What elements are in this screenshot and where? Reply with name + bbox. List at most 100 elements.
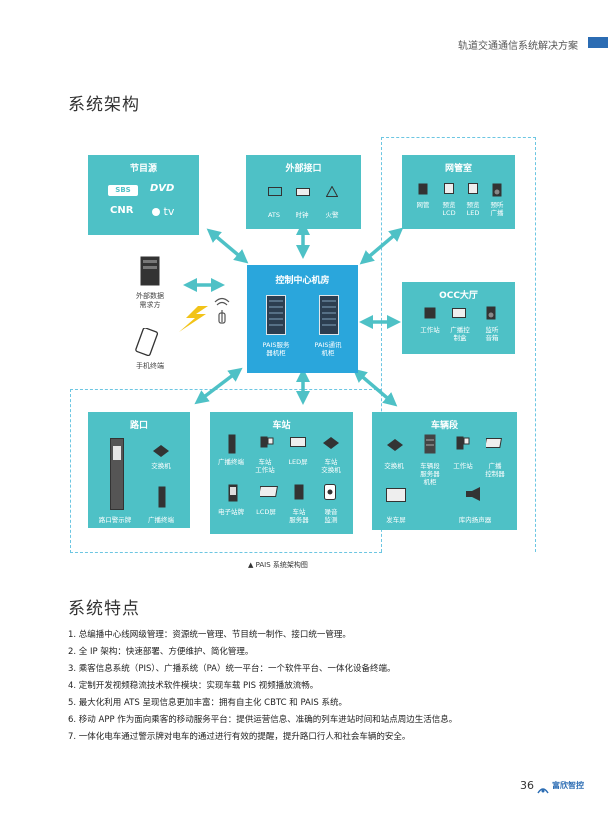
broadcast-controller-icon — [486, 438, 502, 450]
label-departure-screen: 发车屏 — [386, 516, 406, 524]
feature-item: 4. 定制开发视频稳流技术软件模块：实现车载 PIS 视频播放流畅。 — [68, 681, 319, 691]
label-led-screen: LED屏 — [288, 458, 308, 466]
server-cabinet-icon — [266, 295, 286, 335]
monitor-icon — [268, 187, 282, 197]
tv-logo: tv — [152, 205, 174, 218]
label-station-server: 车站 服务器 — [289, 508, 309, 524]
box-title: 控制中心机房 — [275, 276, 330, 286]
station-workstation-icon — [260, 436, 274, 448]
label-pais-comm-cabinet: PAIS通讯 机柜 — [314, 341, 342, 357]
broadcast-control-box-icon — [452, 308, 466, 319]
label-station-broadcast-terminal: 广播终端 — [218, 458, 244, 466]
workstation-icon — [418, 183, 428, 195]
cnr-logo: CNR — [110, 205, 134, 216]
label-preview-led: 预览 LED — [466, 201, 480, 217]
label-clock: 时钟 — [295, 211, 309, 219]
label-depot-loudspeaker: 库内扬声器 — [458, 516, 492, 524]
label-depot-workstation: 工作站 — [453, 462, 473, 470]
page-number: 36 — [520, 779, 534, 792]
label-station-switch: 车站 交换机 — [321, 458, 341, 474]
dvd-logo: DVD — [150, 183, 175, 194]
feature-item: 6. 移动 APP 作为面向乘客的移动服务平台：提供运营信息、准确的列车进站时间… — [68, 715, 458, 725]
label-external-data: 外部数据 需求方 — [136, 292, 164, 309]
feature-item: 3. 乘客信息系统（PIS）、广播系统（PA）统一平台：一个软件平台、一体化设备… — [68, 664, 396, 674]
header-accent-bar — [588, 37, 608, 48]
led-icon — [468, 183, 478, 195]
led-screen-icon — [290, 437, 306, 448]
label-ats: ATS — [267, 211, 281, 219]
lcd-icon — [444, 183, 454, 195]
brand-name: 富欣智控 — [552, 781, 584, 790]
depot-loudspeaker-icon — [464, 486, 484, 502]
label-depot-switch: 交换机 — [384, 462, 404, 470]
arrow-crossing-center — [194, 367, 243, 405]
electronic-stop-sign-icon — [228, 484, 238, 502]
box-control-center: 控制中心机房 PAIS服务 器机柜 PAIS通讯 机柜 — [247, 265, 358, 373]
section-title-architecture: 系统架构 — [68, 95, 140, 115]
speaker-icon — [492, 183, 502, 197]
box-station: 车站 广播终端 车站 工作站 LED屏 车站 交换机 电子站牌 LCD屏 车站 … — [210, 412, 353, 534]
brand-logo-icon — [537, 780, 549, 799]
section-title-features: 系统特点 — [68, 599, 140, 619]
warning-sign-pole-icon — [110, 438, 124, 510]
feature-item: 5. 最大化利用 ATS 呈现信息更加丰富：拥有自主化 CBTC 和 PAIS … — [68, 698, 347, 708]
depot-switch-icon — [386, 438, 404, 452]
monitor-speaker-icon — [486, 306, 496, 320]
arrow-nms-center — [359, 227, 404, 265]
departure-screen-icon — [386, 488, 406, 502]
label-pais-server-cabinet: PAIS服务 器机柜 — [262, 341, 290, 357]
box-title: 车站 — [272, 421, 291, 431]
label-warning-sign: 路口警示牌 — [98, 516, 132, 524]
label-depot-server-cabinet: 车辆段 服务器 机柜 — [420, 462, 440, 486]
external-data-server-icon — [140, 256, 160, 286]
diagram-caption: ▲ PAIS 系统架构图 — [248, 561, 308, 569]
station-switch-icon — [322, 436, 340, 450]
phone-icon — [135, 328, 161, 356]
header-title: 轨道交通通信系统解决方案 — [458, 41, 578, 52]
tv-logo-text: tv — [163, 205, 175, 218]
label-station-workstation: 车站 工作站 — [255, 458, 275, 474]
depot-server-cabinet-icon — [424, 434, 436, 454]
label-monitor-speaker: 监听 音箱 — [485, 326, 499, 342]
occ-workstation-icon — [424, 307, 436, 319]
box-external-interface: 外部接口 ATS 时钟 火警 — [246, 155, 361, 229]
label-preview-lcd: 预览 LCD — [442, 201, 456, 217]
station-broadcast-terminal-icon — [228, 434, 236, 454]
label-electronic-stop-sign: 电子站牌 — [218, 508, 244, 516]
box-program-source: 节目源 SBS DVD CNR tv — [88, 155, 199, 235]
box-title: 外部接口 — [285, 164, 322, 174]
label-lcd-screen: LCD屏 — [256, 508, 276, 516]
label-fire-alarm: 火警 — [325, 211, 339, 219]
comm-cabinet-icon — [319, 295, 339, 335]
arrow-program-center — [206, 228, 249, 264]
lcd-screen-icon — [260, 486, 278, 498]
feature-item: 1. 总编播中心线网级管理：资源统一管理、节目统一制作、接口统一管理。 — [68, 630, 351, 640]
antenna-icon — [214, 297, 230, 324]
label-broadcast-control-box: 广播控 制盒 — [450, 326, 470, 342]
box-title: 网管室 — [444, 164, 472, 174]
label-crossing-switch: 交换机 — [151, 462, 171, 470]
clock-icon — [296, 188, 310, 197]
crossing-broadcast-terminal-icon — [158, 486, 166, 508]
box-occ-hall: OCC大厅 工作站 广播控 制盒 监听 音箱 — [402, 282, 515, 354]
label-noise-monitor: 噪音 监测 — [324, 508, 338, 524]
box-title: 节目源 — [129, 164, 157, 174]
wireless-bolt-icon — [179, 306, 208, 332]
label-broadcast-controller: 广播 控制器 — [485, 462, 505, 478]
label-occ-workstation: 工作站 — [420, 326, 440, 334]
feature-item: 7. 一体化电车通过警示牌对电车的通过进行有效的提醒，提升路口行人和社会车辆的安… — [68, 732, 411, 742]
box-title: OCC大厅 — [439, 291, 478, 301]
label-crossing-broadcast-terminal: 广播终端 — [148, 516, 174, 524]
label-phone-terminal: 手机终端 — [136, 362, 164, 370]
box-crossing: 路口 交换机 路口警示牌 广播终端 — [88, 412, 190, 528]
station-server-icon — [294, 484, 304, 500]
box-title: 车辆段 — [430, 421, 458, 431]
sbs-logo: SBS — [108, 185, 138, 196]
depot-workstation-icon — [456, 436, 470, 450]
arrow-vehicle-center — [352, 368, 398, 407]
fire-alarm-icon — [326, 186, 338, 197]
feature-item: 2. 全 IP 架构：快速部署、方便维护、简化管理。 — [68, 647, 254, 657]
box-title: 路口 — [129, 421, 148, 431]
box-vehicle-depot: 车辆段 交换机 车辆段 服务器 机柜 工作站 广播 控制器 发车屏 库内扬声器 — [372, 412, 517, 530]
